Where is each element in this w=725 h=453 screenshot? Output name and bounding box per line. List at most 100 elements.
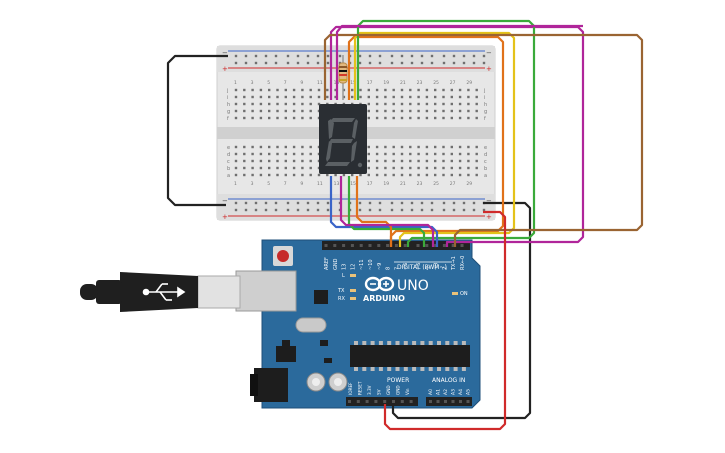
rail-hole[interactable] <box>430 201 434 205</box>
rail-hole[interactable] <box>306 208 310 212</box>
breadboard-hole[interactable] <box>367 102 370 106</box>
rail-hole[interactable] <box>482 208 486 212</box>
rail-hole[interactable] <box>472 208 476 212</box>
breadboard-hole[interactable] <box>243 88 246 92</box>
breadboard-hole[interactable] <box>284 152 287 156</box>
wire-orange-b[interactable] <box>347 35 505 247</box>
rail-hole[interactable] <box>286 61 290 65</box>
breadboard-hole[interactable] <box>458 95 462 99</box>
rail-hole[interactable] <box>306 201 310 205</box>
breadboard-hole[interactable] <box>425 88 429 92</box>
rail-hole[interactable] <box>410 54 414 58</box>
rail-hole[interactable] <box>326 201 330 205</box>
breadboard-hole[interactable] <box>400 109 404 113</box>
rail-hole[interactable] <box>452 201 456 205</box>
resistor[interactable] <box>338 55 348 100</box>
breadboard-hole[interactable] <box>458 166 462 170</box>
rail-hole[interactable] <box>442 201 446 205</box>
rail-hole[interactable] <box>390 208 394 212</box>
breadboard-hole[interactable] <box>359 173 362 177</box>
breadboard-hole[interactable] <box>442 116 445 120</box>
breadboard-hole[interactable] <box>309 145 312 149</box>
breadboard-hole[interactable] <box>284 109 287 113</box>
rail-hole[interactable] <box>264 61 268 65</box>
breadboard-hole[interactable] <box>425 159 429 163</box>
breadboard-hole[interactable] <box>234 116 238 120</box>
breadboard-hole[interactable] <box>392 88 395 92</box>
breadboard-hole[interactable] <box>234 145 238 149</box>
breadboard-hole[interactable] <box>425 145 429 149</box>
breadboard-hole[interactable] <box>417 173 420 177</box>
rail-hole[interactable] <box>430 54 434 58</box>
rail-hole[interactable] <box>234 61 238 65</box>
breadboard-hole[interactable] <box>409 173 412 177</box>
breadboard-hole[interactable] <box>400 95 404 99</box>
wire-red-5v[interactable] <box>383 210 507 431</box>
breadboard-hole[interactable] <box>259 152 263 156</box>
breadboard-hole[interactable] <box>400 88 404 92</box>
breadboard-hole[interactable] <box>234 109 238 113</box>
rail-hole[interactable] <box>462 208 466 212</box>
breadboard-hole[interactable] <box>475 109 478 113</box>
rail-hole[interactable] <box>326 54 330 58</box>
breadboard-hole[interactable] <box>442 145 445 149</box>
rail-hole[interactable] <box>274 61 278 65</box>
digital-pin[interactable] <box>350 244 354 247</box>
breadboard-hole[interactable] <box>301 173 304 177</box>
breadboard-hole[interactable] <box>251 152 254 156</box>
breadboard-hole[interactable] <box>475 102 478 106</box>
breadboard-hole[interactable] <box>458 116 462 120</box>
breadboard-hole[interactable] <box>284 102 287 106</box>
breadboard-hole[interactable] <box>434 166 437 170</box>
breadboard-hole[interactable] <box>326 95 329 99</box>
breadboard-hole[interactable] <box>284 88 287 92</box>
breadboard-hole[interactable] <box>292 109 296 113</box>
breadboard-hole[interactable] <box>259 109 263 113</box>
breadboard-hole[interactable] <box>450 109 453 113</box>
breadboard-hole[interactable] <box>392 102 395 106</box>
breadboard-hole[interactable] <box>367 152 370 156</box>
breadboard-hole[interactable] <box>301 159 304 163</box>
breadboard-hole[interactable] <box>234 95 238 99</box>
breadboard-hole[interactable] <box>276 145 279 149</box>
breadboard-hole[interactable] <box>301 102 304 106</box>
breadboard-hole[interactable] <box>467 152 470 156</box>
breadboard-hole[interactable] <box>268 173 271 177</box>
breadboard-hole[interactable] <box>450 88 453 92</box>
breadboard-hole[interactable] <box>392 109 395 113</box>
rail-hole[interactable] <box>430 208 434 212</box>
rail-hole[interactable] <box>472 61 476 65</box>
rail-hole[interactable] <box>338 54 342 58</box>
digital-pin[interactable] <box>377 244 381 247</box>
breadboard-hole[interactable] <box>243 152 246 156</box>
rail-hole[interactable] <box>400 54 404 58</box>
breadboard-hole[interactable] <box>351 173 354 177</box>
breadboard-hole[interactable] <box>351 95 354 99</box>
breadboard-hole[interactable] <box>458 88 462 92</box>
breadboard-hole[interactable] <box>384 116 387 120</box>
breadboard-hole[interactable] <box>268 152 271 156</box>
breadboard-hole[interactable] <box>434 102 437 106</box>
power-pin[interactable] <box>383 400 387 403</box>
rail-hole[interactable] <box>472 201 476 205</box>
breadboard-hole[interactable] <box>301 95 304 99</box>
rail-hole[interactable] <box>390 201 394 205</box>
breadboard-hole[interactable] <box>342 88 346 92</box>
breadboard-hole[interactable] <box>467 102 470 106</box>
digital-pin[interactable] <box>394 244 398 247</box>
breadboard-hole[interactable] <box>392 152 395 156</box>
breadboard-hole[interactable] <box>450 145 453 149</box>
breadboard-hole[interactable] <box>475 116 478 120</box>
breadboard-hole[interactable] <box>243 145 246 149</box>
breadboard-hole[interactable] <box>292 116 296 120</box>
breadboard-hole[interactable] <box>467 95 470 99</box>
breadboard-hole[interactable] <box>342 95 346 99</box>
rail-hole[interactable] <box>442 208 446 212</box>
rail-hole[interactable] <box>326 208 330 212</box>
breadboard-hole[interactable] <box>268 88 271 92</box>
breadboard-hole[interactable] <box>276 88 279 92</box>
breadboard-hole[interactable] <box>392 166 395 170</box>
rail-hole[interactable] <box>244 54 248 58</box>
breadboard-hole[interactable] <box>475 152 478 156</box>
rail-hole[interactable] <box>378 208 382 212</box>
